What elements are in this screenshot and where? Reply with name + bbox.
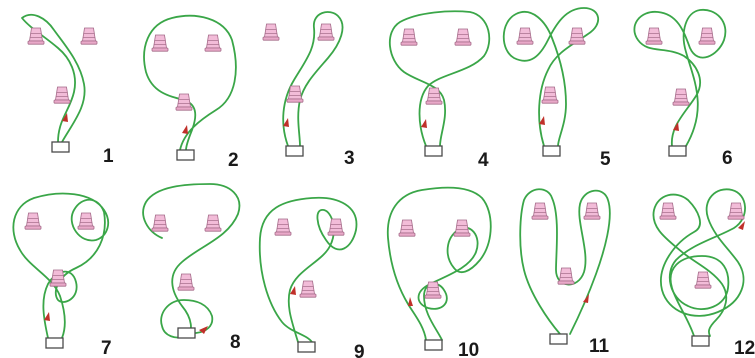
pattern-label: 5 bbox=[600, 149, 611, 170]
traffic-cone-icon bbox=[81, 28, 97, 44]
start-box-icon bbox=[692, 336, 709, 346]
start-box-icon bbox=[425, 340, 442, 350]
start-box-icon bbox=[46, 338, 63, 348]
traffic-cone-icon bbox=[558, 268, 574, 284]
start-box-icon bbox=[550, 334, 567, 344]
route-path bbox=[283, 12, 342, 146]
route-path bbox=[143, 184, 239, 338]
traffic-cone-icon bbox=[673, 89, 689, 105]
pattern-label: 12 bbox=[734, 338, 755, 358]
traffic-cone-icon bbox=[660, 203, 676, 219]
pattern-1: 1 bbox=[22, 15, 114, 167]
traffic-cone-icon bbox=[152, 35, 168, 51]
start-box-icon bbox=[298, 342, 315, 352]
traffic-cone-icon bbox=[532, 203, 548, 219]
pattern-12: 12 bbox=[653, 189, 755, 358]
pattern-label: 3 bbox=[344, 148, 355, 169]
traffic-cone-icon bbox=[205, 35, 221, 51]
pattern-label: 11 bbox=[589, 336, 610, 357]
traffic-cone-icon bbox=[517, 28, 533, 44]
traffic-cone-icon bbox=[328, 219, 344, 235]
traffic-cone-icon bbox=[569, 28, 585, 44]
traffic-cone-icon bbox=[695, 272, 711, 288]
pattern-label: 8 bbox=[230, 332, 241, 353]
traffic-cone-icon bbox=[152, 215, 168, 231]
direction-arrow-icon bbox=[583, 294, 589, 303]
pattern-3: 3 bbox=[263, 12, 355, 169]
route-path bbox=[504, 8, 598, 146]
start-box-icon bbox=[52, 142, 69, 152]
traffic-cone-icon bbox=[699, 28, 715, 44]
route-path bbox=[388, 188, 491, 340]
traffic-cone-icon bbox=[646, 28, 662, 44]
pattern-6: 6 bbox=[634, 10, 732, 169]
pattern-7: 7 bbox=[13, 194, 111, 358]
traffic-cone-icon bbox=[275, 219, 291, 235]
pattern-label: 7 bbox=[101, 338, 112, 358]
direction-arrow-icon bbox=[673, 122, 679, 131]
traffic-cone-icon bbox=[25, 213, 41, 229]
traffic-cone-icon bbox=[401, 29, 417, 45]
route-path bbox=[260, 198, 357, 342]
pattern-label: 6 bbox=[722, 148, 733, 169]
pattern-4: 4 bbox=[390, 11, 489, 171]
pattern-8: 8 bbox=[143, 184, 240, 353]
pattern-2: 2 bbox=[144, 16, 238, 171]
start-box-icon bbox=[177, 150, 194, 160]
traffic-cone-icon bbox=[584, 203, 600, 219]
pattern-label: 9 bbox=[354, 342, 365, 358]
start-box-icon bbox=[178, 328, 195, 338]
direction-arrow-icon bbox=[408, 297, 413, 306]
traffic-cone-icon bbox=[542, 87, 558, 103]
pattern-label: 4 bbox=[478, 150, 489, 171]
pattern-11: 11 bbox=[520, 189, 610, 357]
start-box-icon bbox=[425, 146, 442, 156]
pattern-label: 10 bbox=[458, 340, 479, 358]
direction-arrow-icon bbox=[738, 221, 745, 230]
traffic-cone-icon bbox=[318, 24, 334, 40]
direction-arrow-icon bbox=[421, 119, 427, 128]
pattern-5: 5 bbox=[504, 8, 611, 170]
start-box-icon bbox=[543, 146, 560, 156]
traffic-cone-icon bbox=[454, 220, 470, 236]
traffic-cone-icon bbox=[263, 24, 279, 40]
direction-arrow-icon bbox=[182, 125, 188, 134]
traffic-cone-icon bbox=[455, 29, 471, 45]
pattern-label: 1 bbox=[103, 146, 114, 167]
traffic-cone-icon bbox=[54, 87, 70, 103]
route-path bbox=[13, 194, 108, 338]
pattern-9: 9 bbox=[260, 198, 365, 358]
traffic-cone-icon bbox=[78, 213, 94, 229]
start-box-icon bbox=[669, 146, 686, 156]
traffic-cone-icon bbox=[176, 94, 192, 110]
traffic-cone-icon bbox=[426, 88, 442, 104]
pattern-label: 2 bbox=[228, 150, 239, 171]
traffic-cone-icon bbox=[178, 274, 194, 290]
pattern-10: 10 bbox=[388, 188, 491, 358]
start-box-icon bbox=[286, 146, 303, 156]
traffic-cone-icon bbox=[28, 28, 44, 44]
traffic-cone-icon bbox=[728, 203, 744, 219]
traffic-cone-icon bbox=[399, 220, 415, 236]
traffic-cone-icon bbox=[205, 215, 221, 231]
traffic-cone-icon bbox=[300, 281, 316, 297]
